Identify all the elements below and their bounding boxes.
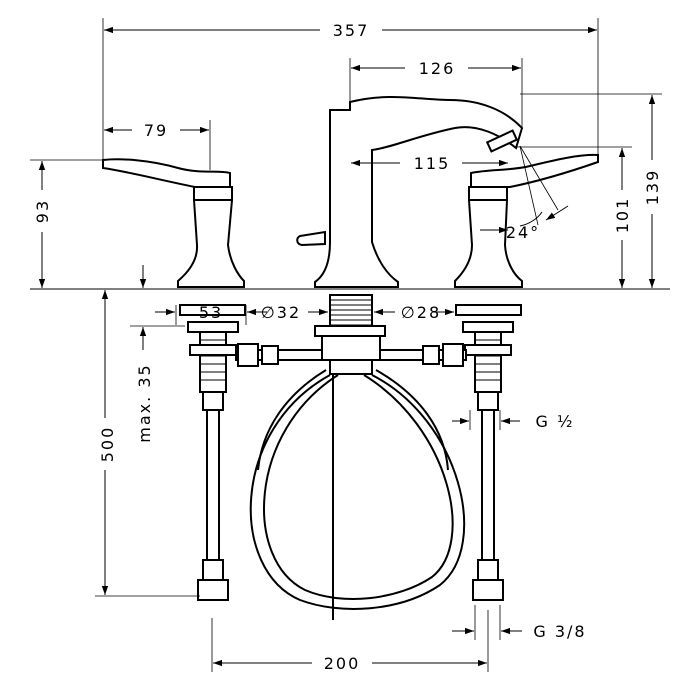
- label-handle-base-diameter: ∅28: [401, 303, 441, 322]
- crossover-pipes: [235, 343, 467, 367]
- label-hose-thread: G 3/8: [533, 622, 586, 641]
- dimension-lines: [38, 26, 656, 667]
- label-spout-height-low: 101: [613, 197, 632, 234]
- flex-hoses: [249, 369, 466, 610]
- label-spout-inner: 115: [414, 154, 451, 173]
- label-handle-length: 79: [144, 121, 168, 140]
- extension-lines: [30, 18, 662, 672]
- dimension-labels: 357 126 79 115 93 101 139 24° 53 ∅32 ∅28…: [33, 21, 662, 673]
- label-spout-reach: 126: [419, 59, 456, 78]
- left-handle: [102, 158, 245, 288]
- label-handle-base: 53: [199, 303, 223, 322]
- center-shank: [314, 294, 386, 620]
- left-shank: [179, 304, 246, 601]
- label-max-thickness: max. 35: [135, 363, 154, 442]
- label-inlet-thread: G ½: [536, 412, 575, 431]
- label-spout-angle: 24°: [506, 223, 540, 242]
- spout: [296, 95, 524, 288]
- label-spout-height-high: 139: [643, 169, 662, 206]
- label-overall-width: 357: [333, 21, 370, 40]
- label-hose-length: 500: [98, 426, 117, 463]
- label-centers: 200: [324, 654, 361, 673]
- label-handle-height: 93: [33, 199, 52, 223]
- label-spout-base-diameter: ∅32: [261, 303, 301, 322]
- right-shank: [455, 304, 522, 601]
